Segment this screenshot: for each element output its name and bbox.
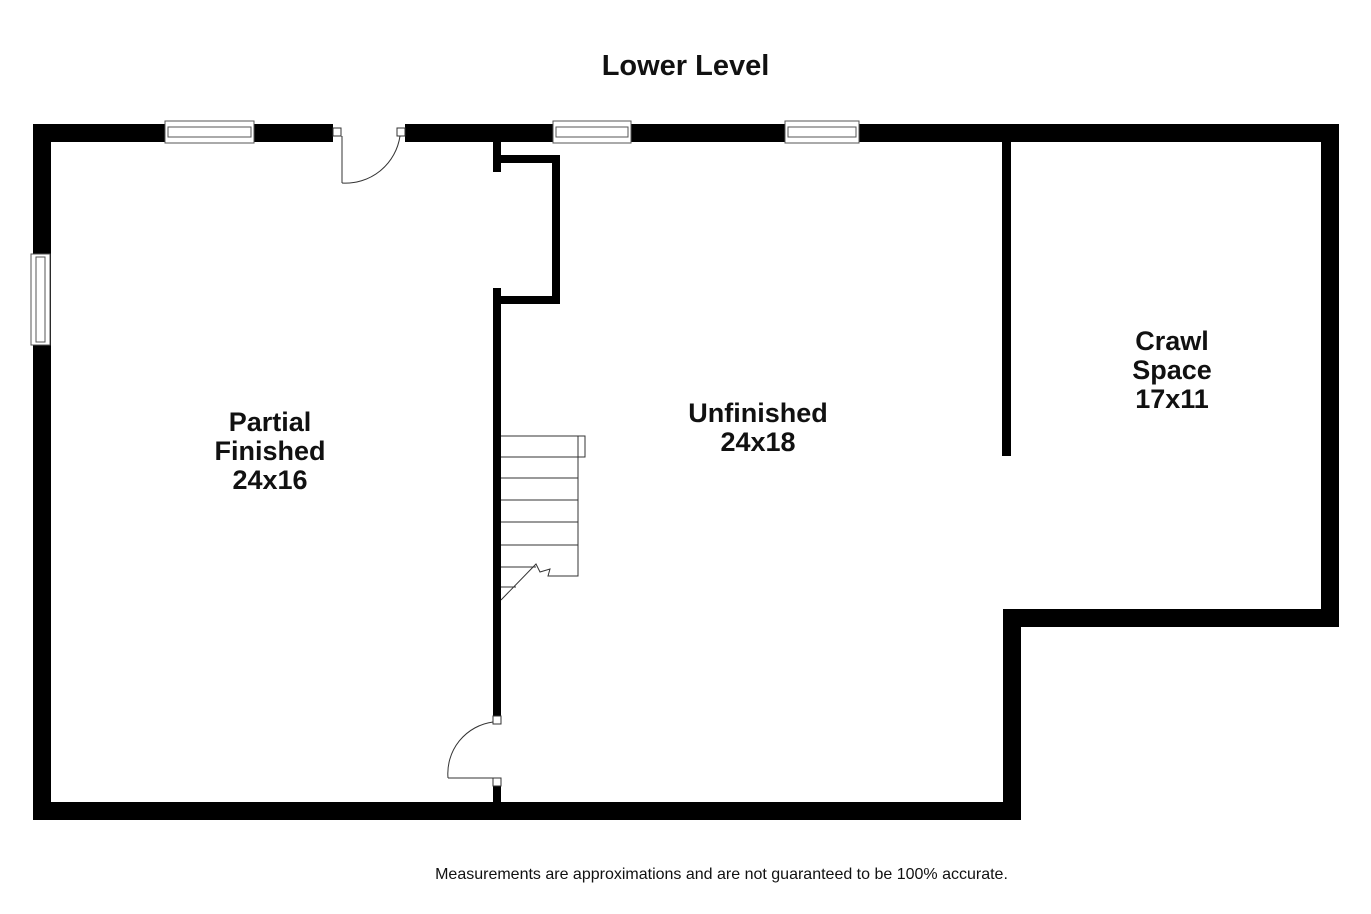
room-unfinished: Unfinished 24x18 [658, 399, 858, 457]
room-size: 17x11 [1135, 384, 1209, 414]
wall-center [493, 288, 501, 720]
wall-step [1003, 609, 1021, 820]
window-top-2 [552, 120, 632, 144]
closet-right [552, 155, 560, 304]
stairs [500, 435, 586, 601]
interior-walls [493, 142, 1011, 802]
room-name-line: Space [1132, 355, 1212, 385]
wall-left [33, 124, 51, 820]
exterior-walls [33, 124, 1339, 820]
closet-top [493, 155, 560, 163]
window-top-3 [784, 120, 860, 144]
door-top [332, 127, 406, 184]
wall-center-bottom-stub [493, 785, 501, 802]
window-top-1 [164, 120, 255, 144]
window-left [30, 253, 51, 346]
room-name-line: Partial [228, 407, 312, 437]
room-partial-finished: Partial Finished 24x16 [190, 408, 350, 495]
wall-bottom [33, 802, 1021, 820]
room-crawl-space: Crawl Space 17x11 [1102, 327, 1242, 414]
room-name-line: Crawl [1135, 326, 1209, 356]
room-size: 24x16 [232, 465, 308, 495]
wall-crawl-divider [1002, 142, 1011, 456]
wall-top-right [405, 124, 1339, 142]
doors [332, 127, 502, 787]
door-bottom [447, 715, 502, 787]
room-name-line: Unfinished [688, 398, 828, 428]
floor-title: Lower Level [601, 50, 770, 82]
room-name-line: Finished [214, 436, 326, 466]
wall-crawl-bottom [1003, 609, 1339, 627]
room-size: 24x18 [720, 427, 796, 457]
windows [30, 120, 860, 346]
closet-bottom [493, 296, 560, 304]
disclaimer: Measurements are approximations and are … [435, 866, 1008, 883]
wall-right [1321, 124, 1339, 627]
